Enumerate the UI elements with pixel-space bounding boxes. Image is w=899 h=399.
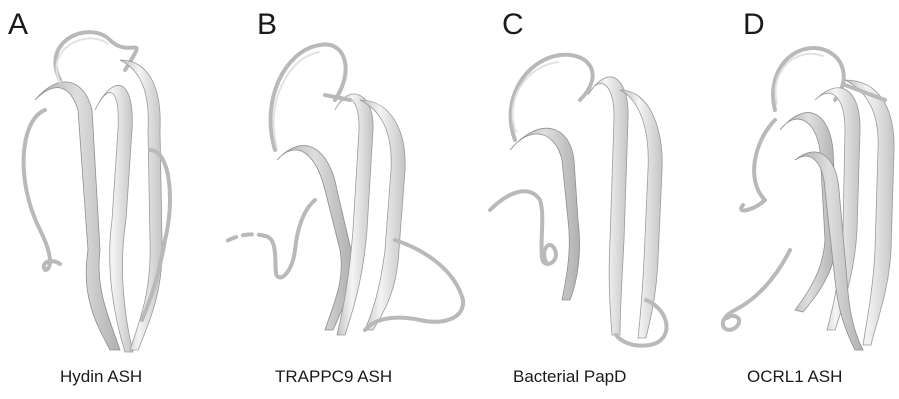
panel-caption-d: OCRL1 ASH [747, 368, 842, 385]
panel-a: A Hydin ASH [0, 0, 225, 399]
panel-caption-a: Hydin ASH [60, 368, 142, 385]
panel-d: D OCRL1 ASH [695, 0, 899, 399]
panel-c: C Bacterial PapD [470, 0, 695, 399]
protein-structure-hydin-ash [0, 0, 225, 360]
panel-b: B TRAPPC9 ASH [225, 0, 470, 399]
panel-caption-c: Bacterial PapD [513, 368, 626, 385]
protein-structure-ocrl1-ash [695, 0, 899, 360]
protein-structure-trappc9-ash [225, 0, 470, 360]
panel-caption-b: TRAPPC9 ASH [275, 368, 392, 385]
protein-structure-bacterial-papd [470, 0, 695, 360]
